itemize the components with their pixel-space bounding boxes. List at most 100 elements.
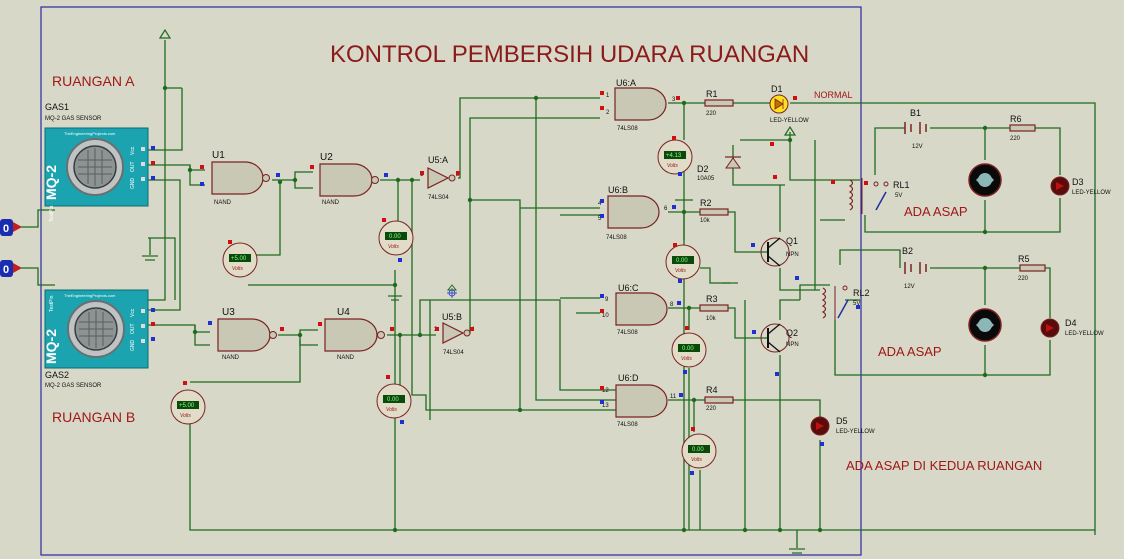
- sensor-face-label: MQ-2: [43, 329, 59, 364]
- schematic-title: KONTROL PEMBERSIH UDARA RUANGAN: [330, 41, 809, 68]
- voltmeter-1[interactable]: +5.00 Volts: [222, 242, 258, 278]
- pin-number: 9: [605, 297, 609, 303]
- probe-value: 0: [3, 264, 9, 276]
- led-value: LED-YELLOW: [1065, 331, 1104, 337]
- voltmeter-reading: 0.00: [692, 447, 704, 453]
- led-d5[interactable]: D5 LED-YELLOW: [810, 416, 875, 436]
- transistor-ref: Q2: [786, 328, 798, 338]
- and-gate-u6c[interactable]: U6:C 74LS08 9 10 8: [602, 283, 674, 336]
- sensor-pin-label: OUT: [130, 323, 136, 334]
- transistor-q1[interactable]: Q1 NPN: [760, 236, 799, 267]
- logic-probe-2[interactable]: 0: [0, 260, 22, 277]
- resistor-ref: R1: [706, 89, 718, 99]
- resistor-r6[interactable]: R6 220: [1009, 114, 1036, 142]
- voltmeter-4[interactable]: 0.00 Volts: [665, 244, 701, 280]
- led-d1[interactable]: D1 LED-YELLOW: [769, 84, 809, 124]
- gate-ref: U1: [212, 150, 225, 161]
- resistor-value: 10k: [700, 218, 711, 224]
- power-arrow-icon: [158, 28, 172, 39]
- pin-number: 5: [598, 216, 602, 222]
- resistor-r4[interactable]: R4 220: [704, 385, 734, 412]
- battery-b2[interactable]: B2 12V: [902, 246, 927, 290]
- nand-gate-u1[interactable]: U1 NAND: [211, 150, 270, 206]
- voltmeter-3[interactable]: +4.13 Volts: [657, 139, 693, 175]
- gate-type: 74LS08: [606, 235, 627, 241]
- sensor-desc: MQ-2 GAS SENSOR: [45, 116, 102, 122]
- fan-motor-1[interactable]: [968, 163, 1002, 197]
- inverter-u5b[interactable]: U5:B 74LS04 3 4: [434, 312, 475, 356]
- relay-rl1[interactable]: RL1 5V: [848, 178, 910, 214]
- nand-gate-u2[interactable]: U2 NAND: [319, 152, 379, 206]
- power-arrow-icon: [783, 125, 797, 136]
- resistor-r1[interactable]: R1 220: [704, 89, 734, 117]
- and-gate-u6b[interactable]: U6:B 74LS08 4 5 6: [598, 185, 668, 241]
- battery-ref: B1: [910, 108, 921, 118]
- sensor-ref: GAS2: [45, 370, 69, 380]
- voltmeter-5[interactable]: +5.00 Volts: [170, 389, 206, 425]
- resistor-ref: R4: [706, 385, 718, 395]
- sensor-desc: MQ-2 GAS SENSOR: [45, 383, 102, 389]
- diode-value: 10A05: [697, 176, 715, 182]
- logic-probe-1[interactable]: 0: [0, 219, 22, 236]
- resistor-r2[interactable]: R2 10k: [699, 198, 729, 224]
- smoke-label-1: ADA ASAP: [904, 204, 968, 219]
- junction-dots: [162, 85, 988, 533]
- fan-motor-2[interactable]: [968, 308, 1002, 342]
- sensor-pin-label: TestPin: [49, 205, 55, 222]
- pin-number: 11: [670, 394, 677, 400]
- sheet-border: [40, 6, 862, 556]
- gas-sensor-1[interactable]: GAS1 MQ-2 GAS SENSOR MQ-2 TheEngineering…: [43, 102, 149, 222]
- voltmeter-unit: Volts: [232, 266, 243, 272]
- led-ref: D4: [1065, 318, 1077, 328]
- nand-gate-u4[interactable]: U4 NAND: [324, 307, 385, 361]
- gate-type: NAND: [337, 355, 355, 361]
- resistor-r5[interactable]: R5 220: [1018, 254, 1046, 282]
- resistor-ref: R3: [706, 294, 718, 304]
- voltmeter-reading: +5.00: [231, 256, 247, 262]
- voltmeter-reading: +4.13: [666, 153, 682, 159]
- transistor-type: NPN: [786, 342, 799, 348]
- voltmeter-unit: Volts: [691, 457, 702, 463]
- pin-number: 13: [602, 403, 609, 409]
- power-arrow-icon: [446, 284, 458, 291]
- and-gate-u6a[interactable]: U6:A 74LS08 1 2 3: [606, 78, 676, 132]
- resistor-ref: R6: [1010, 114, 1022, 124]
- led-d4[interactable]: D4 LED-YELLOW: [1040, 318, 1104, 338]
- and-gate-u6d[interactable]: U6:D 74LS08 12 13 11: [602, 373, 677, 428]
- gate-type: 74LS04: [428, 195, 449, 201]
- diode-ref: D2: [697, 164, 709, 174]
- voltmeter-6[interactable]: 0.00 Volts: [376, 383, 412, 419]
- relay-value: 5V: [895, 193, 902, 199]
- nand-gate-u3[interactable]: U3 NAND: [217, 307, 277, 361]
- voltmeter-reading: 0.00: [387, 397, 399, 403]
- voltmeter-unit: Volts: [388, 244, 399, 250]
- pin-number: 3: [672, 97, 676, 103]
- sensor-pin-label: Vcc: [130, 146, 136, 155]
- gate-ref: U2: [320, 152, 333, 163]
- inverter-u5a[interactable]: U5:A 74LS04 1 2: [420, 155, 460, 201]
- voltmeter-unit: Volts: [180, 413, 191, 419]
- led-ref: D3: [1072, 177, 1084, 187]
- led-d3[interactable]: D3 LED-YELLOW: [1050, 176, 1111, 196]
- voltmeter-reading: +5.00: [179, 403, 195, 409]
- resistor-ref: R5: [1018, 254, 1030, 264]
- resistor-ref: R2: [700, 198, 712, 208]
- voltmeter-2[interactable]: 0.00 Volts: [378, 220, 414, 256]
- transistor-q2[interactable]: Q2 NPN: [760, 323, 799, 353]
- resistor-value: 220: [706, 111, 717, 117]
- battery-b1[interactable]: B1 12V: [904, 108, 927, 150]
- pin-number: 4: [598, 201, 602, 207]
- gate-ref: U5:A: [428, 155, 448, 165]
- voltmeter-unit: Volts: [386, 407, 397, 413]
- relay-ref: RL2: [853, 288, 870, 298]
- relay-rl2[interactable]: RL2 5V: [821, 285, 870, 320]
- diode-d2[interactable]: D2 10A05: [697, 156, 741, 182]
- pin-number: 2: [606, 110, 610, 116]
- resistor-r3[interactable]: R3 10k: [699, 294, 729, 322]
- gas-sensor-2[interactable]: MQ-2 TheEngineeringProjects.com Vcc OUT …: [43, 289, 149, 389]
- probe-value: 0: [3, 223, 9, 235]
- voltmeter-8[interactable]: 0.00 Volts: [681, 433, 717, 469]
- pin-number: 1: [606, 93, 610, 99]
- voltmeter-7[interactable]: 0.00 Volts: [671, 332, 707, 368]
